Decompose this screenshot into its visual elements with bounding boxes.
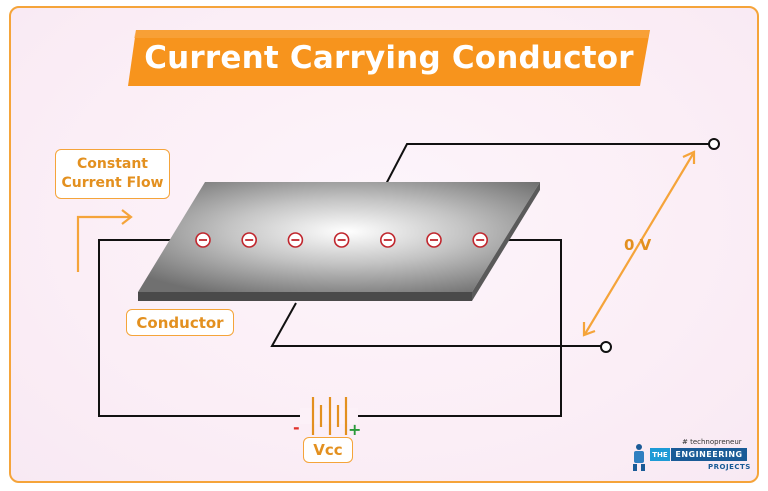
minus-sign: - (293, 418, 300, 437)
electron (241, 232, 257, 248)
diagram-title: Current Carrying Conductor (144, 40, 634, 76)
electron (333, 232, 350, 248)
voltage-label: 0 V (624, 236, 652, 254)
logo-projects: PROJECTS (708, 463, 751, 471)
top-terminal (708, 138, 720, 150)
electron (379, 232, 396, 248)
logo-engineering: ENGINEERING (671, 448, 747, 461)
robot-icon (633, 444, 645, 471)
battery-symbol (300, 397, 358, 435)
electron (472, 232, 489, 248)
title-banner: Current Carrying Conductor (128, 30, 650, 86)
current-flow-line2: Current Flow (61, 175, 164, 191)
current-flow-line1: Constant (77, 156, 148, 172)
circuit-wire (98, 239, 562, 417)
electron (287, 232, 304, 248)
voltage-arrow (582, 150, 696, 337)
bottom-terminal-wire (270, 302, 603, 347)
bottom-terminal (600, 341, 612, 353)
current-flow-label: Constant Current Flow (55, 149, 170, 199)
logo-the: THE (650, 448, 670, 461)
top-terminal-wire (384, 143, 712, 187)
logo-tagline: # technopreneur (682, 438, 742, 446)
vcc-label: Vcc (303, 437, 353, 463)
current-flow-arrow (76, 209, 133, 272)
electron (426, 232, 442, 248)
electron (195, 232, 211, 248)
electron-group (195, 232, 489, 248)
engineering-projects-logo: # technopreneur THE ENGINEERING PROJECTS (628, 436, 751, 476)
plus-sign: + (348, 420, 362, 439)
conductor-label: Conductor (126, 309, 234, 336)
